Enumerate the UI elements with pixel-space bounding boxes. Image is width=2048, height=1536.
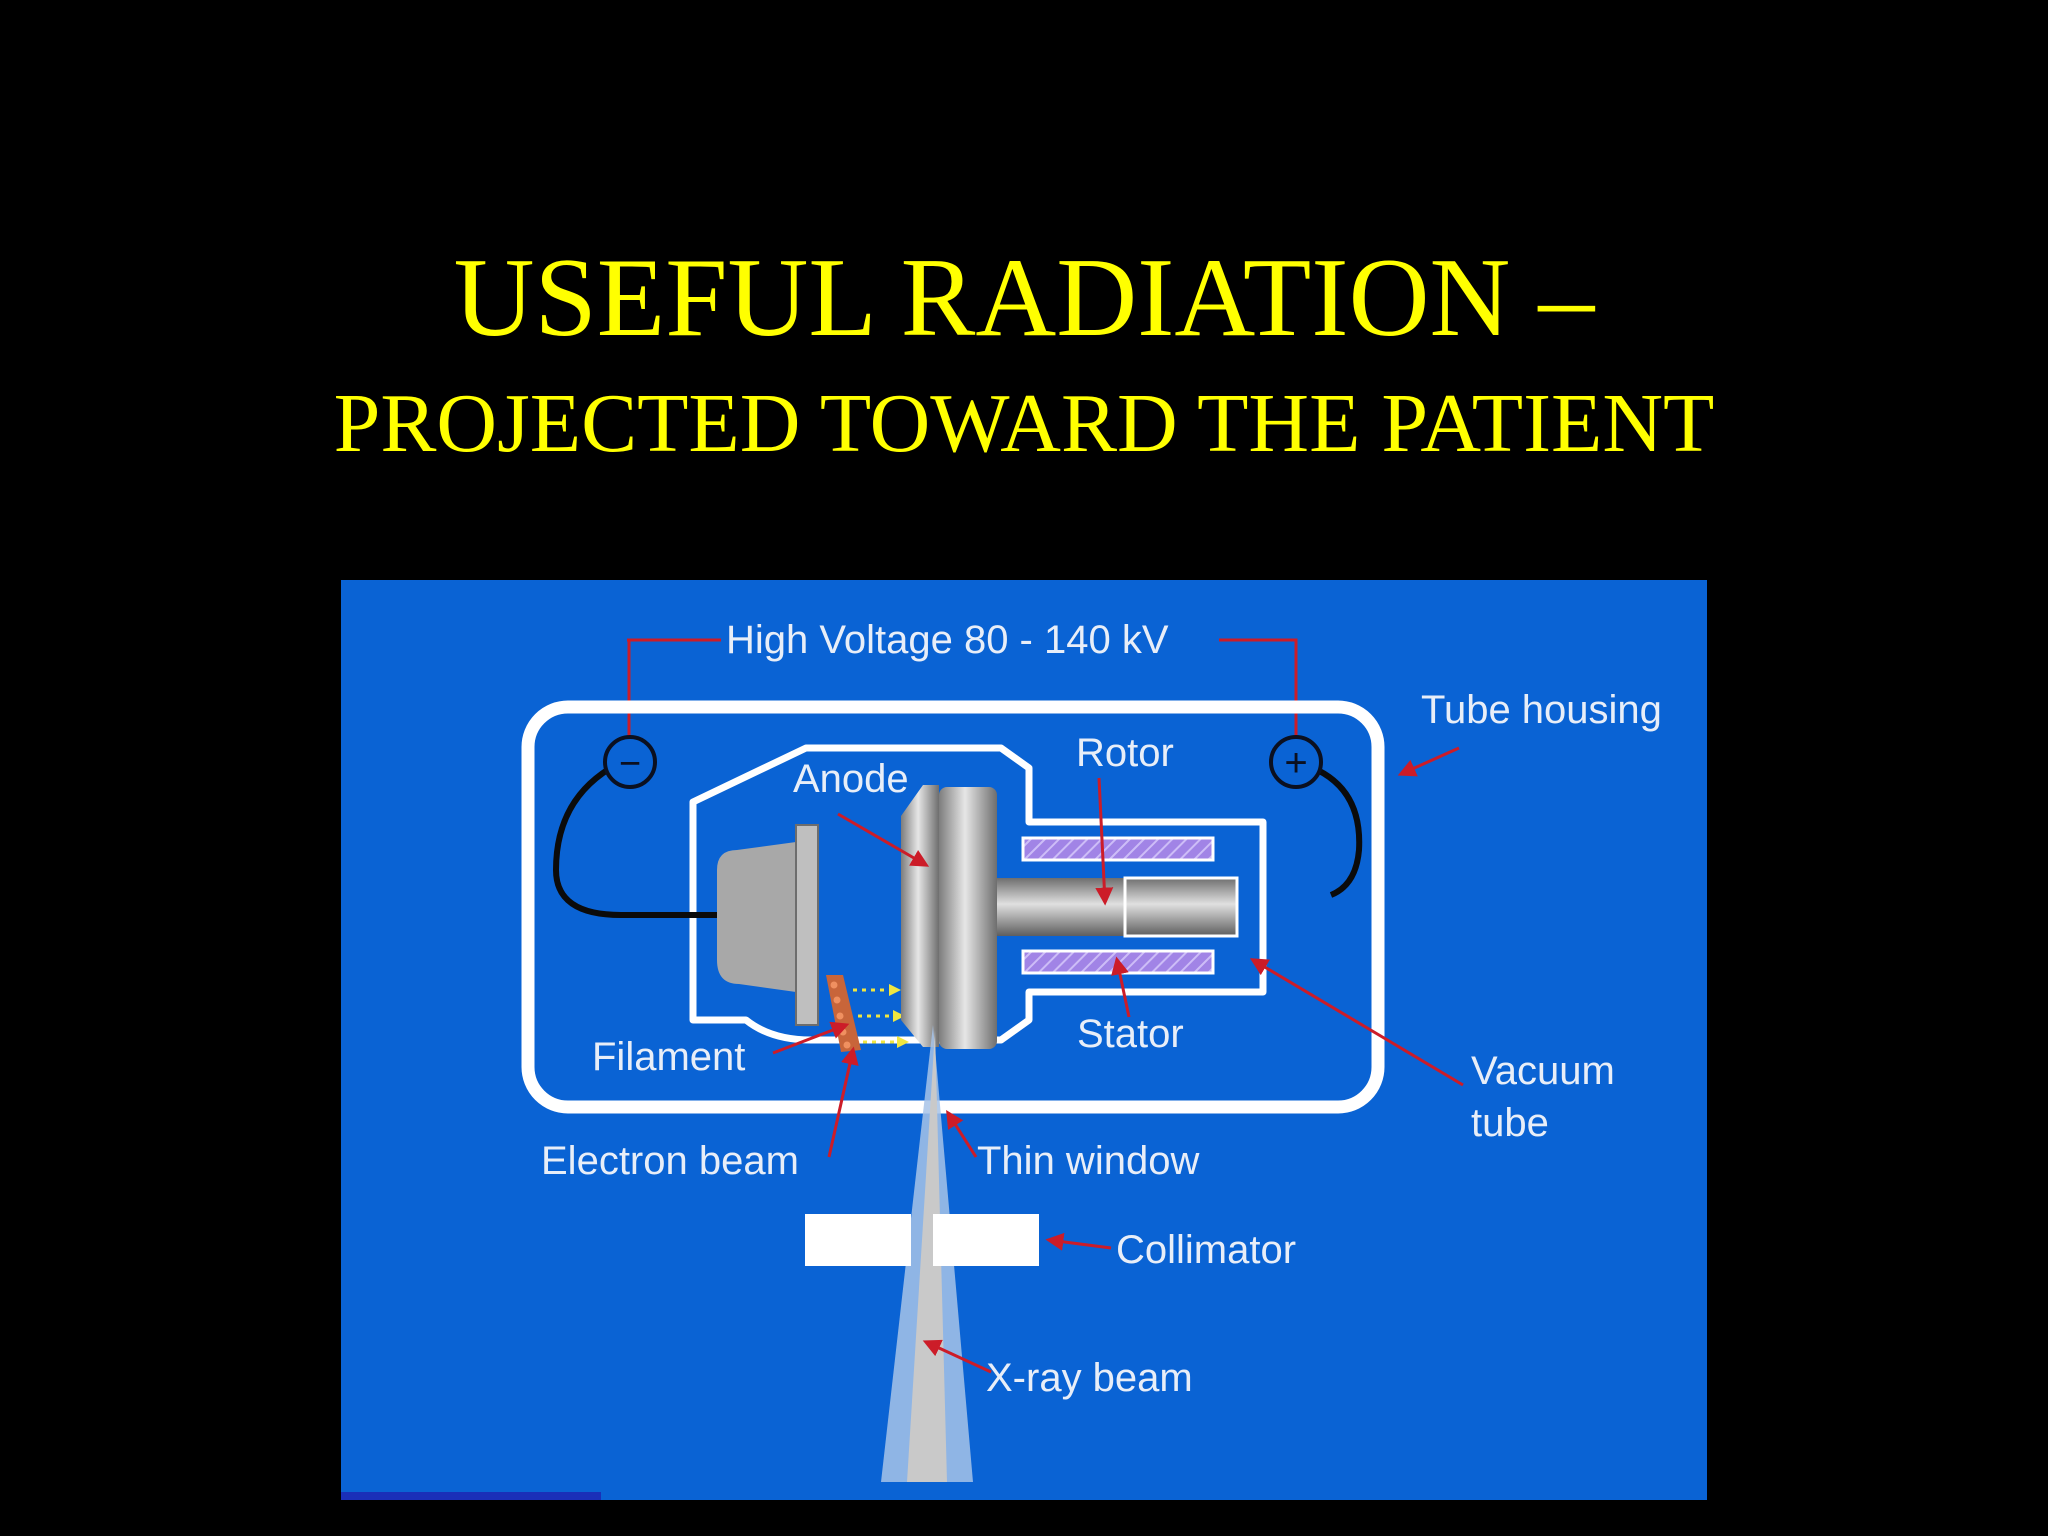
cathode-cup (717, 842, 796, 992)
slide-title-line-2: PROJECTED TOWARD THE PATIENT (333, 377, 1715, 470)
anode-label: Anode (793, 757, 909, 801)
pointer-arrows (772, 746, 1464, 1374)
electron-beam-heads (889, 984, 909, 1048)
rotor-shaft (997, 878, 1125, 936)
high-voltage-label: High Voltage 80 - 140 kV (726, 618, 1169, 662)
stator-coil-top (1021, 836, 1215, 862)
anode-disk (901, 785, 939, 1047)
filament-label: Filament (592, 1035, 745, 1079)
diagram-background (341, 580, 1707, 1500)
vacuum-tube-label-line-2: tube (1471, 1101, 1549, 1145)
xray-beam-label: X-ray beam (986, 1356, 1193, 1400)
filament-block (826, 975, 861, 1052)
negative-terminal (603, 735, 657, 789)
tube-housing-label: Tube housing (1421, 688, 1662, 732)
stator-label: Stator (1077, 1012, 1184, 1056)
bottom-edge-strip (341, 1492, 601, 1500)
anode-wire (1295, 759, 1363, 898)
cathode-focus-plate (795, 824, 819, 1026)
negative-terminal-symbol: − (619, 743, 641, 785)
vacuum-tube-label-line-1: Vacuum (1471, 1049, 1615, 1093)
rotor-bearing (1123, 876, 1239, 938)
collimator-label: Collimator (1116, 1228, 1296, 1272)
electron-beam-label: Electron beam (541, 1139, 799, 1183)
slide-title-line-1: USEFUL RADIATION – (453, 236, 1595, 360)
electron-beam (853, 988, 897, 1044)
thin-window-label: Thin window (977, 1139, 1199, 1183)
positive-terminal-symbol: + (1284, 741, 1307, 785)
xray-tube-diagram: High Voltage 80 - 140 kV − + (341, 580, 1707, 1500)
xray-beam-core (907, 1030, 947, 1482)
positive-terminal (1269, 735, 1323, 789)
collimator-right-blade (933, 1214, 1039, 1266)
cathode-wire (552, 755, 717, 918)
rotor-label: Rotor (1076, 731, 1174, 775)
collimator-left-blade (805, 1214, 911, 1266)
rotor-hub (939, 787, 997, 1049)
